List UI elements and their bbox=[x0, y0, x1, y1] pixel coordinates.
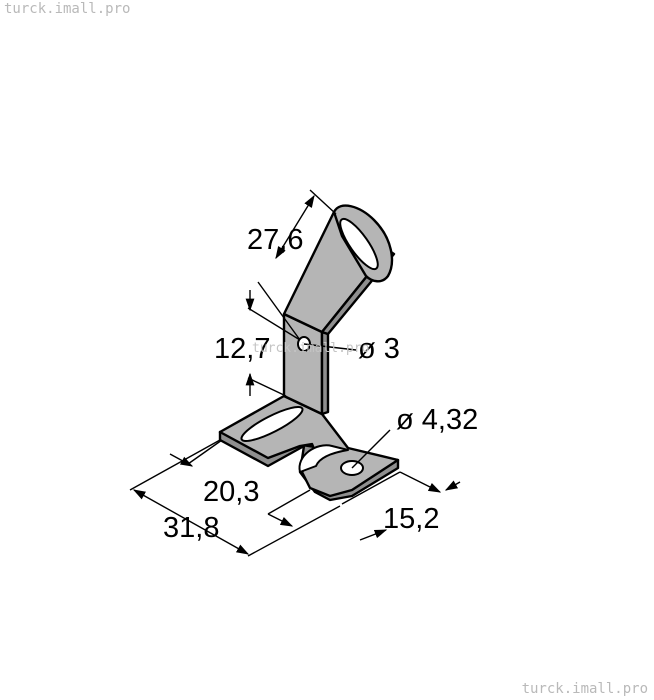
dim-line-overall-length bbox=[132, 489, 250, 555]
top-slot bbox=[339, 217, 379, 271]
label-height: 12,7 bbox=[214, 333, 270, 365]
label-large-hole: ø 4,32 bbox=[396, 404, 478, 436]
label-slot-width: 20,3 bbox=[203, 476, 259, 508]
label-top-width: 27,6 bbox=[247, 224, 303, 256]
leader-large-hole bbox=[351, 429, 391, 469]
dim-line-top-width bbox=[275, 194, 315, 260]
watermark-top: turck.imall.pro bbox=[4, 1, 131, 17]
label-overall-length: 31,8 bbox=[163, 512, 219, 544]
base-slot bbox=[240, 405, 304, 443]
label-base-depth: 15,2 bbox=[383, 503, 439, 535]
leader-small-hole bbox=[303, 343, 357, 351]
dim-line-slot-width bbox=[169, 453, 194, 467]
label-small-hole: ø 3 bbox=[358, 333, 400, 365]
dim-line-base-depth bbox=[399, 471, 442, 493]
watermark-bottom: turck.imall.pro bbox=[521, 681, 648, 697]
base-notch bbox=[298, 444, 349, 473]
watermark-center: turck.imall.pro bbox=[252, 341, 370, 356]
